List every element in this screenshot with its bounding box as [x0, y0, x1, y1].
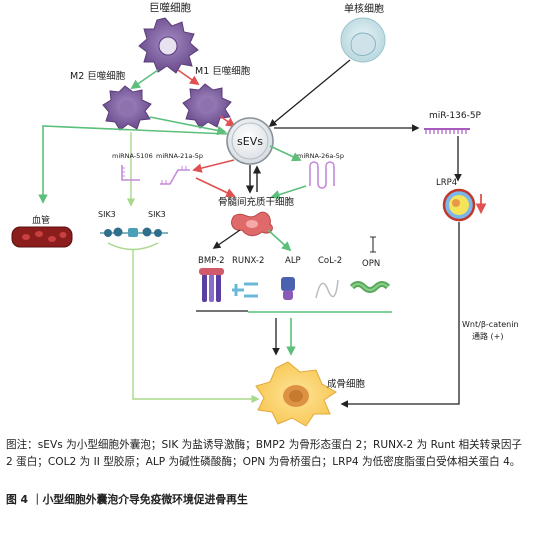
line-sik3-to-osteoblast — [132, 250, 260, 404]
macrophage-label: 巨噬细胞 — [149, 1, 191, 14]
arrow-bmsc-to-alp — [267, 229, 292, 252]
figure-title: 图 4 ｜小型细胞外囊泡介导免疫微环境促进骨再生 — [6, 493, 248, 506]
m2-macrophage-cell — [102, 85, 152, 131]
osteoblast-cell — [255, 361, 337, 427]
osteoblast-label: 成骨细胞 — [327, 378, 366, 390]
sik3-proteins — [100, 227, 168, 237]
lrp4-label: LRP4 — [436, 178, 457, 188]
sevs-vesicle — [226, 117, 274, 165]
mirna-26a-label: miRNA-26a-5p — [297, 152, 344, 160]
blood-vessel — [11, 226, 73, 248]
blood-vessel-label: 血管 — [32, 214, 50, 226]
mirna-26a-strand — [309, 161, 335, 189]
mirna-21a-strand — [160, 166, 190, 185]
runx2-protein — [232, 282, 258, 298]
mirna-21a-label: miRNA-21a-5p — [156, 152, 203, 160]
wnt-label-line1: Wnt/β-catenin — [462, 320, 519, 329]
sik3-right-label: SIK3 — [148, 210, 166, 219]
arrow-sevs-to-mirna-green — [269, 145, 302, 162]
m1-macrophage-label: M1 巨噬细胞 — [195, 65, 251, 77]
m1-macrophage-cell — [182, 83, 232, 129]
wnt-label-line2: 通路 (+) — [472, 331, 504, 341]
sik3-bracket — [107, 242, 159, 251]
arrow-to-m1 — [177, 69, 200, 86]
sik3-left-label: SIK3 — [98, 210, 116, 219]
mir136-label: miR-136-5P — [429, 111, 482, 121]
alp-label: ALP — [285, 256, 301, 266]
arrow-monocyte-to-sevs — [268, 59, 351, 127]
bmp2-protein — [199, 268, 224, 302]
alp-protein — [281, 277, 295, 300]
line-lrp4-to-osteoblast — [340, 222, 460, 408]
arrow-to-m2 — [130, 69, 159, 90]
line-sevs-to-vessel — [38, 125, 229, 204]
arrow-mirna26-to-bmsc — [270, 185, 307, 200]
monocyte-cell — [340, 17, 386, 63]
lrp4-cell — [442, 188, 476, 222]
arrow-bmsc-to-bmp2 — [212, 229, 241, 249]
mir136-strand — [424, 128, 470, 134]
mirna-5106-label: miRNA-5106 — [112, 152, 153, 160]
text-cursor-icon — [370, 236, 376, 253]
figure-caption: 图注：sEVs 为小型细胞外囊泡；SIK 为盐诱导激酶；BMP2 为骨形态蛋白 … — [6, 439, 523, 468]
opn-label: OPN — [362, 259, 380, 269]
arrow-sevs-to-mirna21 — [192, 159, 235, 173]
m2-macrophage-label: M2 巨噬细胞 — [70, 70, 126, 82]
runx2-label: RUNX-2 — [232, 256, 264, 266]
opn-protein — [349, 281, 391, 293]
arrow-m1-to-sevs — [219, 115, 236, 128]
col2-label: CoL-2 — [318, 256, 342, 266]
bmsc-label: 骨髓间充质干细胞 — [218, 196, 295, 208]
arrow-m2-to-sevs — [149, 116, 227, 136]
bmp2-label: BMP-2 — [198, 256, 225, 266]
figure-diagram: 巨噬细胞 单核细胞 M2 巨噬细胞 M1 巨噬细胞 sEVs miR-136-5… — [11, 1, 519, 427]
macrophage-cell — [138, 17, 199, 74]
monocyte-label: 单核细胞 — [344, 2, 384, 15]
sevs-label: sEVs — [237, 135, 263, 148]
arrow-mirna21-to-bmsc — [195, 177, 236, 198]
col2-fiber — [315, 279, 339, 299]
mirna-5106-strand — [121, 165, 140, 181]
